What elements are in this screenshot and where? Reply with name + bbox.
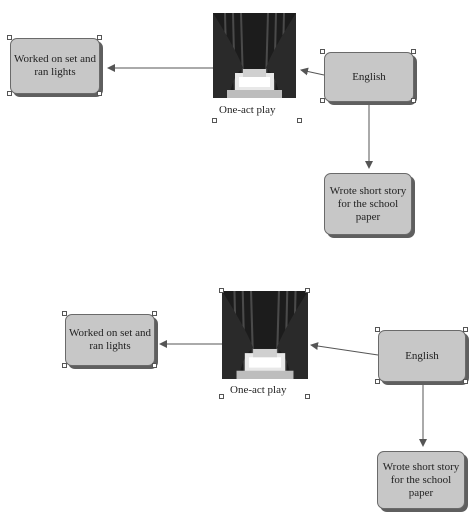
selection-handle[interactable] [411, 98, 416, 103]
node-english-label: English [352, 70, 386, 83]
node-worked-on-set-label: Worked on set and ran lights [69, 327, 151, 352]
picture-caption: One-act play [219, 104, 276, 116]
selection-handle[interactable] [152, 311, 157, 316]
selection-handle[interactable] [97, 35, 102, 40]
diagram-bottom: Worked on set and ran lights One-act pla… [0, 258, 471, 515]
theater-stage-drawing [213, 13, 296, 98]
selection-handle[interactable] [463, 327, 468, 332]
selection-handle[interactable] [305, 394, 310, 399]
node-worked-on-set[interactable]: Worked on set and ran lights [10, 38, 100, 94]
node-wrote-short-story-label: Wrote short story for the school paper [382, 460, 460, 499]
diagram-top: Worked on set and ran lights One-act pla… [0, 0, 471, 257]
selection-handle[interactable] [97, 91, 102, 96]
theater-stage-icon[interactable] [213, 13, 296, 98]
selection-handle[interactable] [411, 49, 416, 54]
theater-stage-drawing [222, 291, 308, 379]
selection-handle[interactable] [219, 288, 224, 293]
selection-handle[interactable] [7, 35, 12, 40]
node-english-label: English [405, 349, 439, 362]
node-wrote-short-story-label: Wrote short story for the school paper [329, 184, 407, 223]
link-english-to-play [300, 67, 325, 76]
link-english-to-play [310, 342, 379, 356]
selection-handle[interactable] [375, 327, 380, 332]
node-english[interactable]: English [324, 52, 414, 102]
selection-handle[interactable] [212, 118, 217, 123]
node-wrote-short-story[interactable]: Wrote short story for the school paper [324, 173, 412, 235]
theater-stage-icon[interactable] [222, 291, 308, 379]
selection-handle[interactable] [305, 288, 310, 293]
selection-handle[interactable] [62, 311, 67, 316]
selection-handle[interactable] [7, 91, 12, 96]
selection-handle[interactable] [375, 379, 380, 384]
node-worked-on-set[interactable]: Worked on set and ran lights [65, 314, 155, 366]
node-worked-on-set-label: Worked on set and ran lights [14, 53, 96, 78]
node-english[interactable]: English [378, 330, 466, 382]
selection-handle[interactable] [62, 363, 67, 368]
picture-caption: One-act play [230, 384, 287, 396]
selection-handle[interactable] [152, 363, 157, 368]
selection-handle[interactable] [463, 379, 468, 384]
node-wrote-short-story[interactable]: Wrote short story for the school paper [377, 451, 465, 509]
selection-handle[interactable] [320, 49, 325, 54]
selection-handle[interactable] [297, 118, 302, 123]
selection-handle[interactable] [219, 394, 224, 399]
selection-handle[interactable] [320, 98, 325, 103]
